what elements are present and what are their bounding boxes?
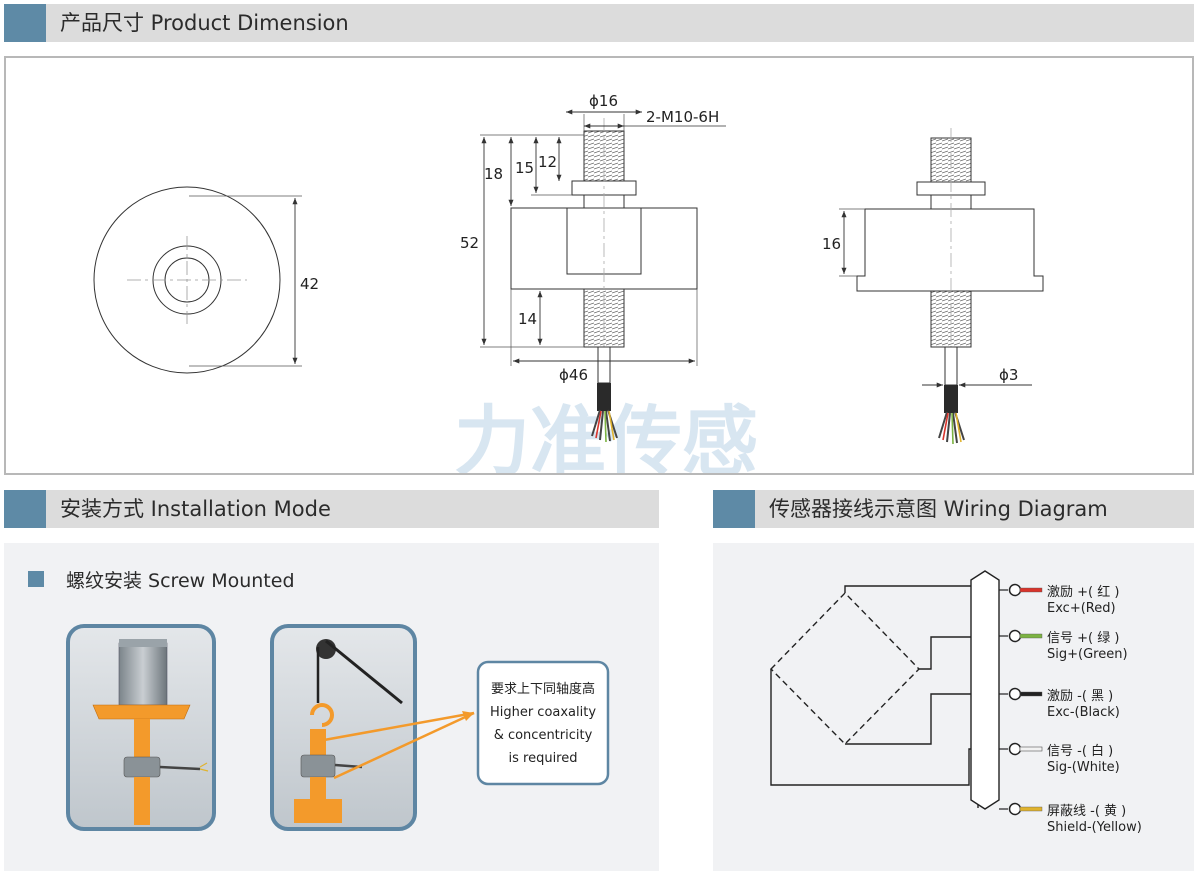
wire-row-sig-minus: 信号 -( 白 ) Sig-(White) (1007, 740, 1187, 780)
header-accent-tab (713, 490, 755, 528)
side-view: ϕ16 2-M10-6H 18 15 12 52 14 (460, 92, 726, 443)
wire-label-en: Shield-(Yellow) (1047, 820, 1142, 835)
wire-row-shield: 屏蔽线 -( 黄 ) Shield-(Yellow) (1007, 800, 1187, 840)
wire-label-cn: 信号 -( 白 ) (1047, 744, 1114, 759)
dim-42-label: 42 (300, 275, 319, 293)
callout-line-1: 要求上下同轴度高 (491, 681, 595, 697)
terminal-icon (1008, 687, 1022, 701)
callout-line-4: is required (509, 751, 578, 766)
wire-leads (999, 589, 1008, 810)
section-title-wiring: 传感器接线示意图 Wiring Diagram (769, 497, 1108, 521)
section-title-dimension: 产品尺寸 Product Dimension (60, 11, 349, 35)
terminal-icon (1008, 629, 1022, 643)
terminal-icon (1008, 802, 1022, 816)
screw-mount-photo-1 (66, 624, 216, 831)
section-header-dimension: 产品尺寸 Product Dimension (4, 4, 1194, 42)
wire-label-cn: 激励 +( 红 ) (1047, 585, 1120, 600)
wire-label-cn: 激励 -( 黑 ) (1047, 689, 1114, 704)
terminal-icon (1008, 583, 1022, 597)
dim-15-label: 15 (515, 159, 534, 177)
dim-52-label: 52 (460, 234, 479, 252)
wire-row-sig-plus: 信号 +( 绿 ) Sig+(Green) (1007, 627, 1187, 667)
dim-phi46-label: ϕ46 (559, 366, 588, 384)
wire-color-swatch (1019, 746, 1043, 752)
section-header-wiring: 传感器接线示意图 Wiring Diagram (713, 490, 1194, 528)
dim-thread-label: 2-M10-6H (646, 108, 719, 126)
callout-box (476, 660, 610, 786)
wire-label-en: Exc-(Black) (1047, 705, 1120, 720)
header-accent-tab (4, 4, 46, 42)
wiring-panel: 激励 +( 红 ) Exc+(Red) 信号 +( 绿 ) Sig+(Green… (713, 543, 1194, 871)
wire-label-cn: 信号 +( 绿 ) (1047, 631, 1120, 646)
dim-16-label: 16 (822, 235, 841, 253)
wire-label-en: Sig+(Green) (1047, 647, 1128, 662)
screw-mount-photo-2 (270, 624, 417, 831)
installation-subtitle: 螺纹安装 Screw Mounted (66, 570, 295, 592)
dim-18-label: 18 (484, 165, 503, 183)
callout-line-3: & concentricity (494, 728, 593, 743)
wire-row-exc-plus: 激励 +( 红 ) Exc+(Red) (1007, 581, 1187, 621)
installation-panel: 螺纹安装 Screw Mounted (4, 543, 659, 871)
section-title-installation: 安装方式 Installation Mode (60, 497, 331, 521)
wire-row-exc-minus: 激励 -( 黑 ) Exc-(Black) (1007, 685, 1187, 725)
top-view: 42 (93, 186, 319, 374)
callout-arrows (323, 711, 475, 780)
callout-line-2: Higher coaxality (490, 705, 596, 720)
wire-color-swatch (1019, 587, 1043, 593)
dim-14-label: 14 (518, 310, 537, 328)
wire-color-swatch (1019, 806, 1043, 812)
dim-12-label: 12 (538, 153, 557, 171)
dim-phi16-label: ϕ16 (589, 92, 618, 110)
cable-bundle (970, 570, 1000, 810)
wire-label-en: Exc+(Red) (1047, 601, 1116, 616)
wire-color-swatch (1019, 633, 1043, 639)
dimension-drawing-panel: 力准传感 42 (4, 56, 1194, 475)
subtitle-bullet (28, 571, 44, 587)
front-view: 16 ϕ3 (822, 128, 1044, 445)
bridge-circuit (770, 585, 979, 808)
section-header-installation: 安装方式 Installation Mode (4, 490, 659, 528)
wire-label-cn: 屏蔽线 -( 黄 ) (1047, 804, 1127, 819)
wire-label-en: Sig-(White) (1047, 760, 1120, 775)
dim-phi3-label: ϕ3 (999, 366, 1018, 384)
terminal-icon (1008, 742, 1022, 756)
header-accent-tab (4, 490, 46, 528)
wire-color-swatch (1019, 691, 1043, 697)
